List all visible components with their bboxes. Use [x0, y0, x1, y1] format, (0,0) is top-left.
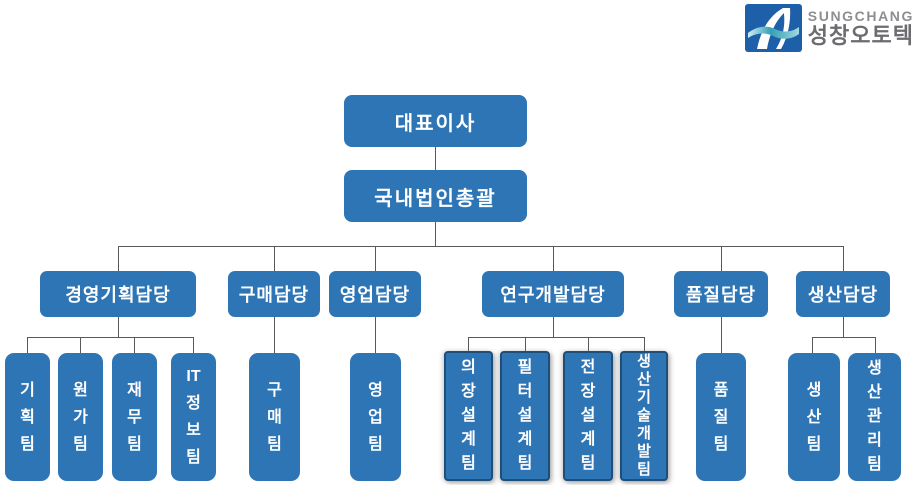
connector-drop	[721, 246, 722, 271]
dept-purchasing: 구매담당	[228, 271, 320, 317]
connector-drop	[553, 246, 554, 271]
connector-drop	[525, 337, 526, 351]
company-name-ko: 성창오토텍	[807, 23, 914, 48]
connector-drop	[812, 337, 813, 353]
connector-hq-down	[435, 222, 436, 246]
connector-drop	[27, 337, 28, 353]
dept-sales: 영업담당	[329, 271, 421, 317]
connector-drop	[134, 337, 135, 353]
connector-drop	[875, 337, 876, 353]
connector-drop	[118, 246, 119, 271]
dept-quality: 품질담당	[674, 271, 768, 317]
connector-sales-down	[375, 317, 376, 353]
dept-rnd: 연구개발담당	[482, 271, 624, 317]
connector-production-horizontal	[812, 337, 875, 338]
connector-purchasing-down	[274, 317, 275, 353]
logo-wave	[747, 26, 799, 39]
logo-text: SUNGCHANG 성창오토텍	[808, 8, 914, 48]
connector-rnd-down	[553, 317, 554, 337]
connector-main-horizontal	[118, 246, 844, 247]
company-logo-mark	[744, 4, 802, 52]
node-ceo: 대표이사	[344, 95, 527, 147]
company-logo: SUNGCHANG 성창오토텍	[744, 4, 914, 52]
connector-drop	[274, 246, 275, 271]
connector-drop	[468, 337, 469, 351]
connector-rnd-horizontal	[468, 337, 645, 338]
connector-ceo-hq	[435, 147, 436, 170]
connector-drop	[843, 246, 844, 271]
dept-management-planning: 경영기획담당	[40, 271, 196, 317]
logo-square	[744, 4, 802, 52]
connector-quality-down	[721, 317, 722, 353]
connector-production-down	[843, 317, 844, 337]
connector-drop	[80, 337, 81, 353]
dept-production: 생산담당	[796, 271, 890, 317]
node-domestic-hq: 국내법인총괄	[344, 170, 527, 222]
connector-drop	[588, 337, 589, 351]
connector-drop	[193, 337, 194, 353]
connector-drop	[375, 246, 376, 271]
connector-mgmt-down	[118, 317, 119, 337]
logo-tail-shape	[775, 8, 790, 49]
logo-wing-shape	[756, 8, 790, 49]
connector-mgmt-horizontal	[27, 337, 194, 338]
connector-drop	[644, 337, 645, 351]
company-name-en: SUNGCHANG	[807, 8, 914, 24]
